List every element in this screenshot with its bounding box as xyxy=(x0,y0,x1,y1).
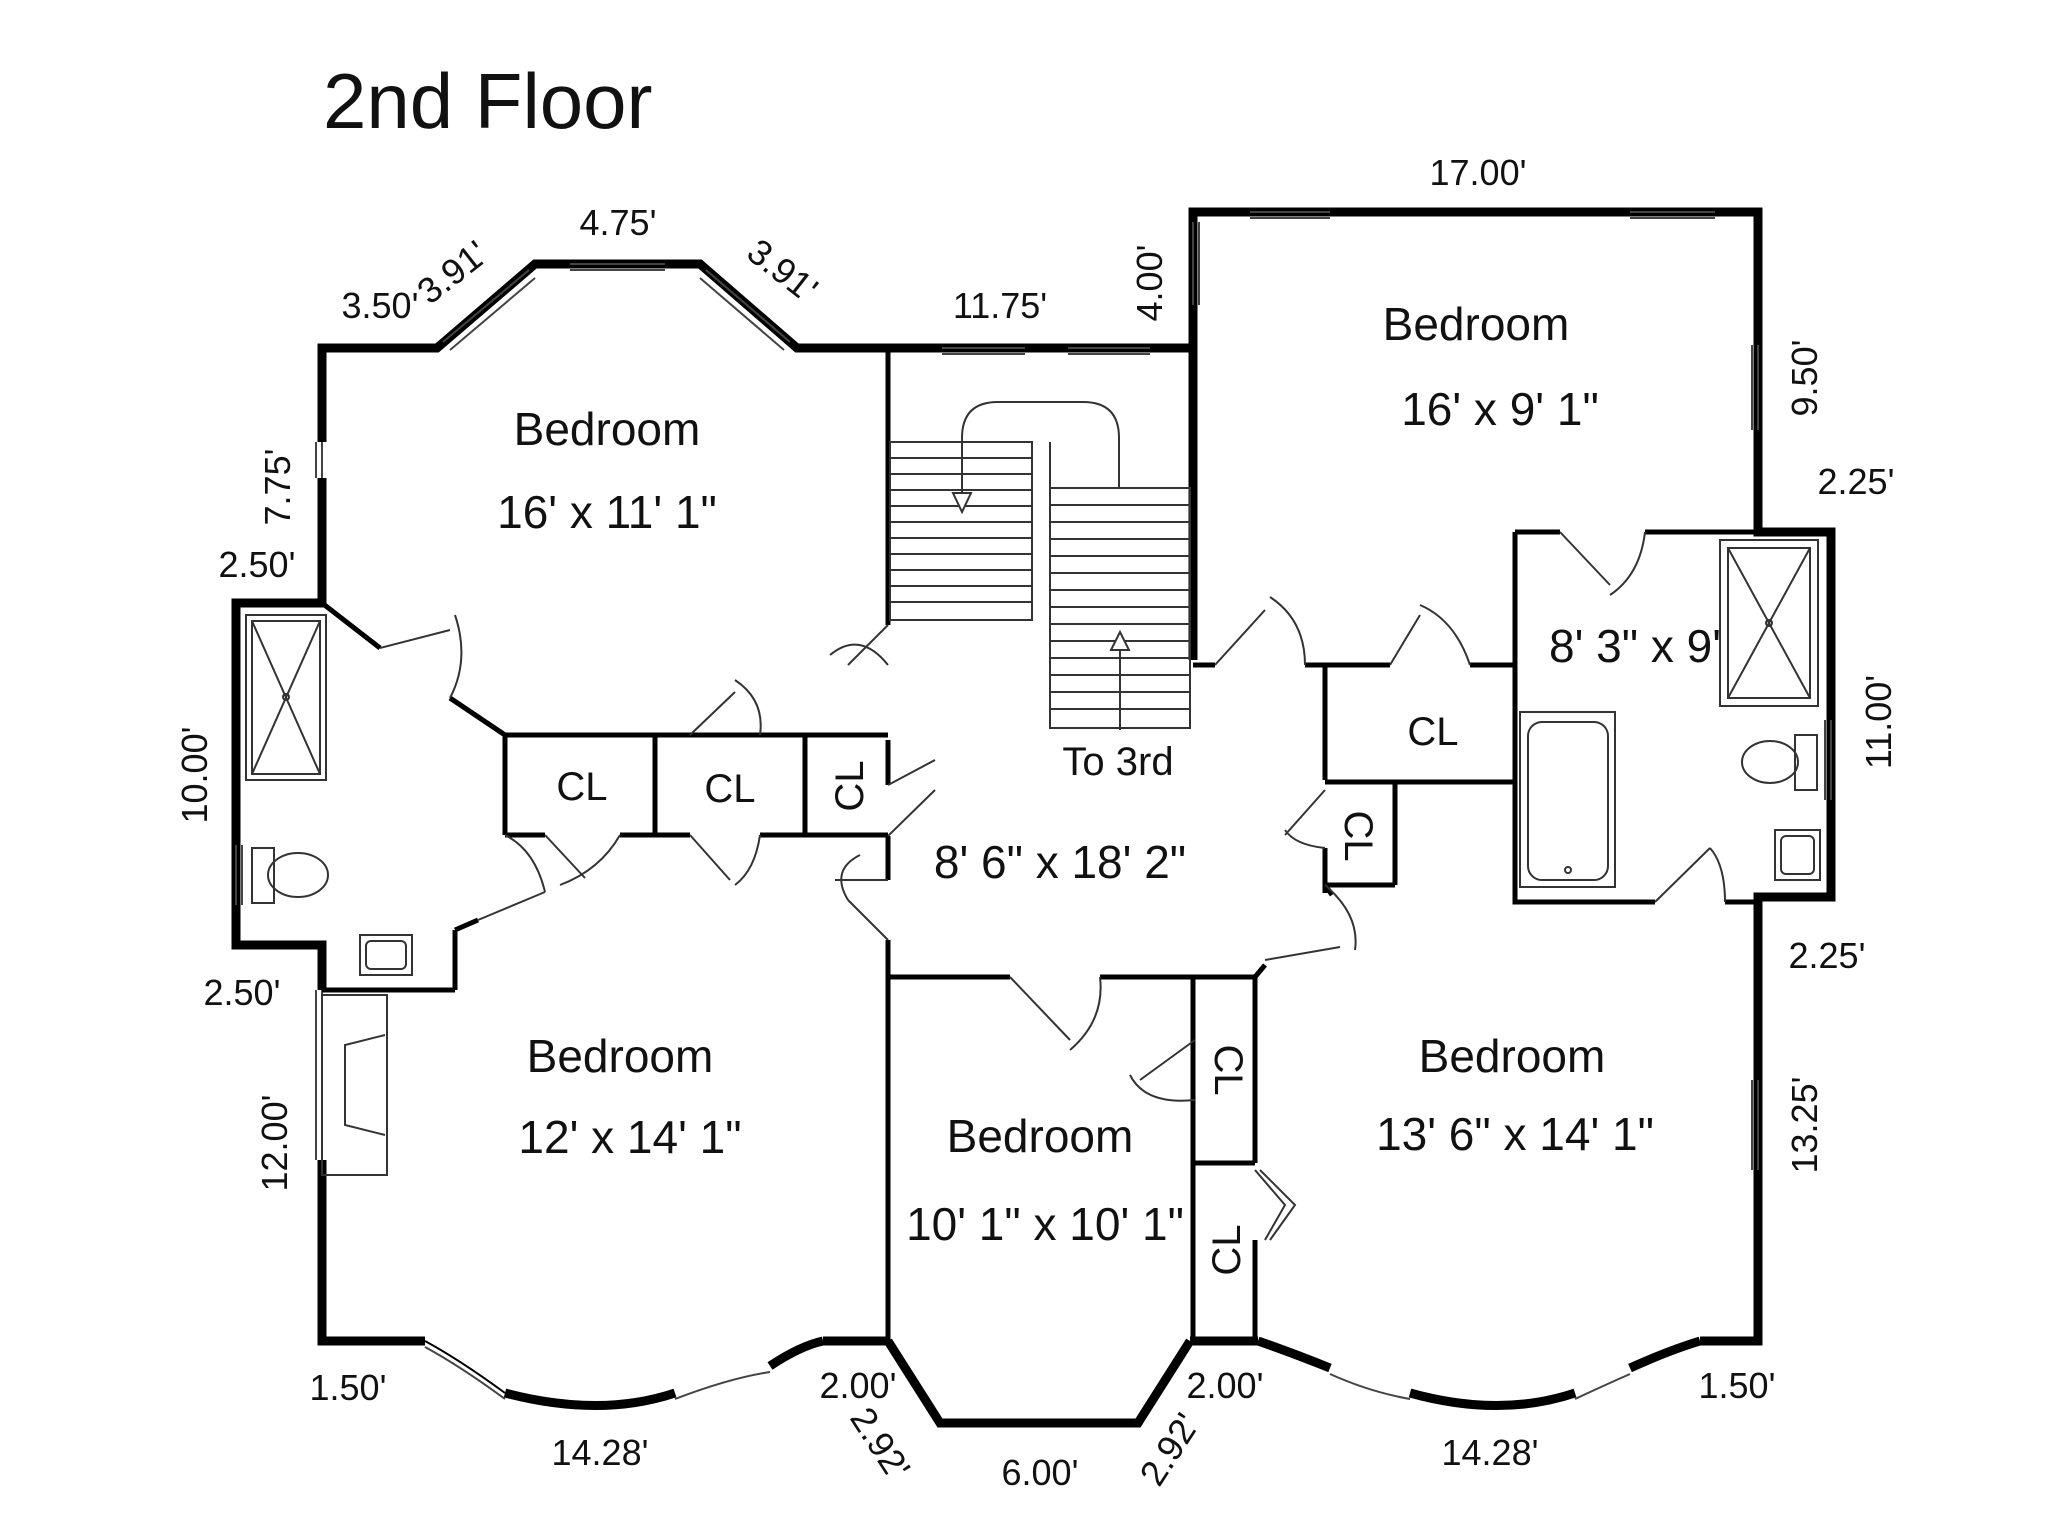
dim-left-1000: 10.00' xyxy=(174,727,215,824)
sink-e xyxy=(1774,829,1821,881)
dim-right-1100: 11.00' xyxy=(1858,675,1899,769)
bedroom-ne-size: 16' x 9' 1" xyxy=(1401,383,1599,435)
stairs xyxy=(889,401,1191,730)
windows xyxy=(235,211,1832,1400)
dim-bottom-1428-left: 14.28' xyxy=(552,1432,649,1473)
dim-right-225-bottom: 2.25' xyxy=(1789,935,1866,976)
dim-top-17: 17.00' xyxy=(1430,152,1527,193)
page-title: 2nd Floor xyxy=(323,57,653,145)
bath-east-size: 8' 3" x 9' xyxy=(1549,620,1721,672)
closet-label: CL xyxy=(556,765,607,809)
dim-top-475: 4.75' xyxy=(580,202,657,243)
dim-bottom-1428-right: 14.28' xyxy=(1442,1432,1539,1473)
interior-walls xyxy=(320,348,1758,1344)
hall-size: 8' 6" x 18' 2" xyxy=(934,836,1186,888)
toilet-nw xyxy=(251,847,275,904)
hall-stair-label: To 3rd xyxy=(1062,740,1173,784)
dimension-labels: 17.00' 4.75' 3.91' 3.91' 3.50' 11.75' 4.… xyxy=(174,152,1899,1493)
dim-top-391-left: 3.91' xyxy=(409,232,495,312)
dim-right-225-top: 2.25' xyxy=(1818,461,1895,502)
fireplace xyxy=(321,994,388,1176)
bedroom-nw-label: Bedroom xyxy=(514,403,701,455)
closet-label: CL xyxy=(828,760,872,811)
bedroom-sw-size: 12' x 14' 1" xyxy=(518,1111,741,1163)
dim-bottom-600: 6.00' xyxy=(1002,1452,1079,1493)
shower-e xyxy=(1719,539,1819,707)
dim-bottom-150-left: 1.50' xyxy=(310,1367,387,1408)
dim-left-1200: 12.00' xyxy=(254,1095,295,1192)
bedroom-se-size: 13' 6" x 14' 1" xyxy=(1376,1108,1654,1160)
bedroom-s-size: 10' 1" x 10' 1" xyxy=(906,1198,1184,1250)
dim-bottom-200-left: 2.00' xyxy=(820,1365,897,1406)
sink-nw xyxy=(359,934,413,976)
dim-right-950: 9.50' xyxy=(1784,340,1825,417)
shower-nw xyxy=(245,614,327,781)
dim-bottom-200-right: 2.00' xyxy=(1187,1365,1264,1406)
dim-left-775: 7.75' xyxy=(257,449,298,526)
dim-bottom-292-left: 2.92' xyxy=(842,1400,918,1487)
dim-top-400: 4.00' xyxy=(1129,245,1170,322)
dim-top-1175: 11.75' xyxy=(953,285,1047,326)
closet-label: CL xyxy=(1336,810,1380,861)
closet-label: CL xyxy=(1205,1224,1249,1275)
bedroom-ne-label: Bedroom xyxy=(1383,298,1570,350)
room-labels: Bedroom 16' x 11' 1" Bedroom 16' x 9' 1"… xyxy=(497,298,1721,1250)
toilet-e xyxy=(1794,734,1818,791)
bedroom-sw-label: Bedroom xyxy=(527,1030,714,1082)
dim-left-250-bottom: 2.50' xyxy=(204,972,281,1013)
dim-left-250-top: 2.50' xyxy=(219,544,296,585)
bedroom-se-label: Bedroom xyxy=(1419,1030,1606,1082)
dim-top-350: 3.50' xyxy=(342,285,419,326)
dim-bottom-150-right: 1.50' xyxy=(1699,1365,1776,1406)
closet-label: CL xyxy=(1407,710,1458,754)
dim-top-391-right: 3.91' xyxy=(740,230,826,310)
doors xyxy=(379,531,1726,1241)
dim-right-1325: 13.25' xyxy=(1784,1077,1825,1174)
closet-labels: CL CL CL CL CL CL CL xyxy=(556,710,1458,1276)
closet-label: CL xyxy=(704,767,755,811)
fixtures xyxy=(245,539,1821,1176)
bottom-bay-walls xyxy=(322,1336,1758,1410)
bathtub xyxy=(1519,711,1616,888)
bedroom-nw-size: 16' x 11' 1" xyxy=(497,486,717,538)
bedroom-s-label: Bedroom xyxy=(947,1110,1134,1162)
closet-label: CL xyxy=(1206,1044,1250,1095)
